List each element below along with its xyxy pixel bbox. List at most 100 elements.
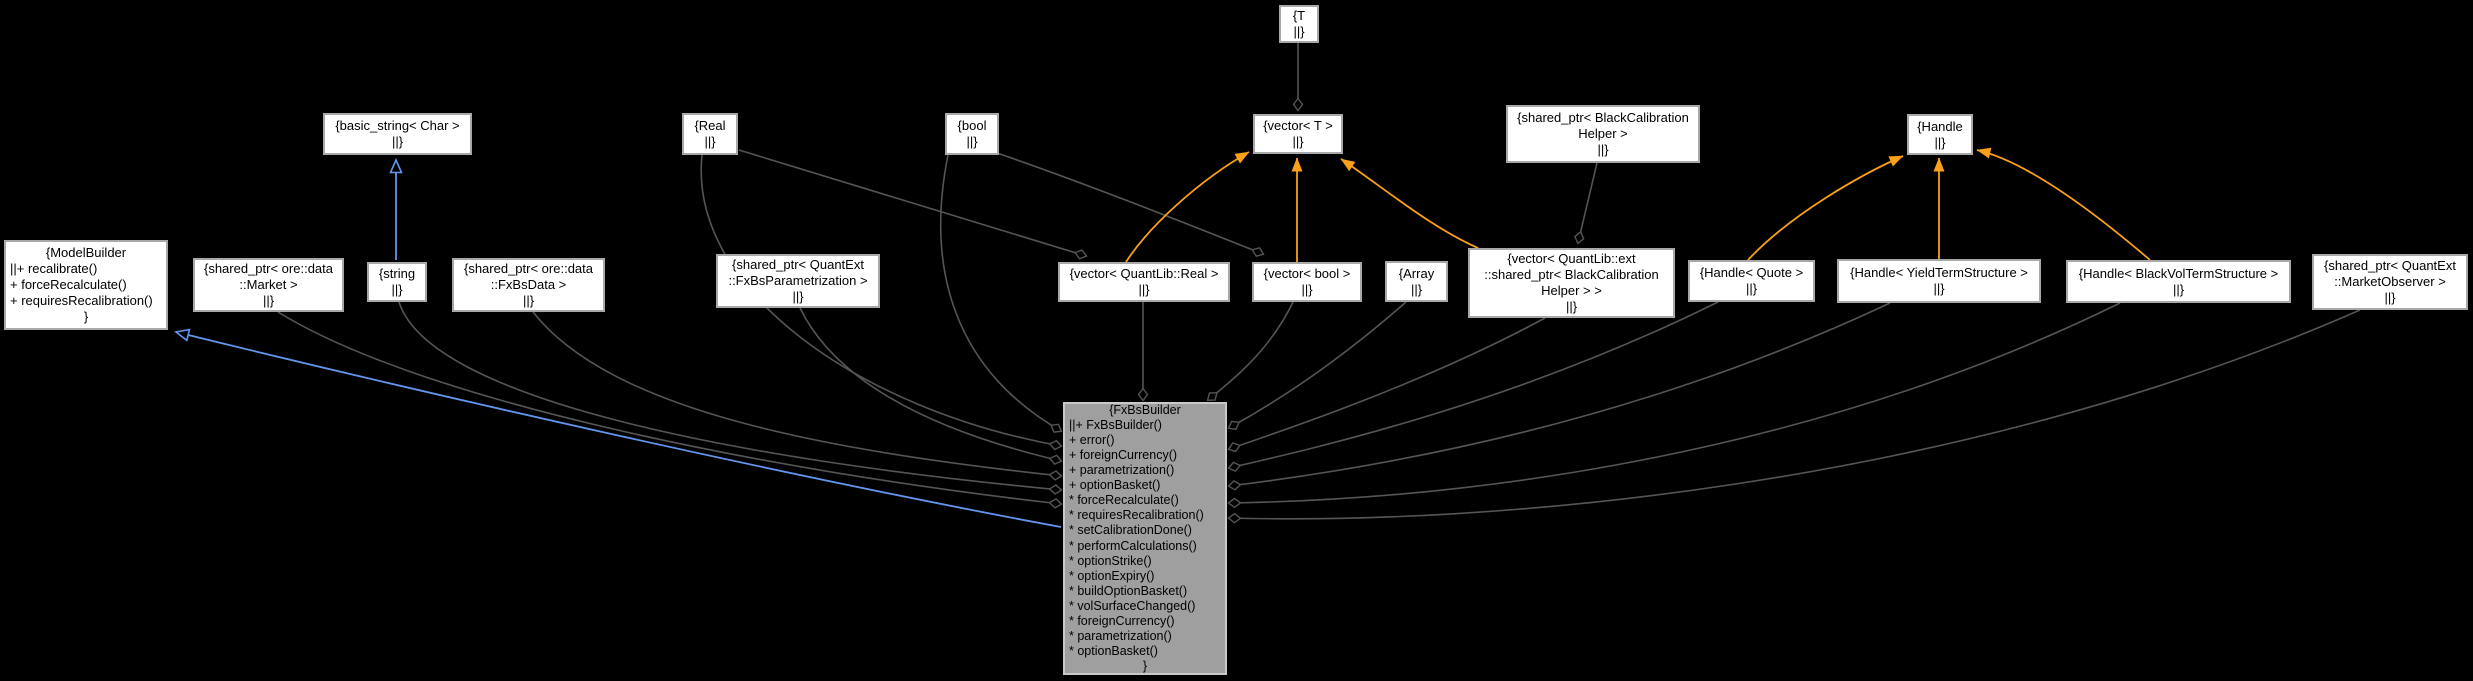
class-node-fxbs-line-5: + optionBasket(): [1069, 478, 1161, 493]
class-node-array-line-0: {Array: [1398, 265, 1435, 281]
class-node-string-line-1: ||}: [391, 282, 403, 297]
class-node-fxbs-line-15: * parametrization(): [1069, 629, 1172, 644]
class-node-v_real[interactable]: {vector< QuantLib::Real >||}: [1058, 262, 1230, 302]
edge-h_bvts-to-fxbs: [1227, 302, 2121, 509]
class-node-v_bch[interactable]: {vector< QuantLib::ext::shared_ptr< Blac…: [1468, 248, 1675, 318]
class-node-sp_bch-line-1: Helper >: [1578, 126, 1628, 141]
class-node-h_bvts-line-1: ||}: [2172, 281, 2185, 297]
edge-sp_mobs-to-fxbs: [1227, 309, 2361, 524]
class-node-v_bool-line-0: {vector< bool >: [1263, 266, 1351, 281]
class-node-v_bool-line-1: ||}: [1301, 282, 1313, 297]
class-node-fxbs-line-1: ||+ FxBsBuilder(): [1069, 417, 1162, 432]
class-node-sp_market[interactable]: {shared_ptr< ore::data::Market >||}: [193, 258, 344, 312]
class-node-sp_fxbsparam[interactable]: {shared_ptr< QuantExt::FxBsParametrizati…: [716, 254, 880, 308]
edge-v_bch-to-fxbs: [1227, 317, 1546, 453]
edge-h_quote-to-handle: [1747, 155, 1904, 261]
class-node-h_yts[interactable]: {Handle< YieldTermStructure >||}: [1837, 259, 2041, 303]
class-node-fxbs-line-10: * optionStrike(): [1069, 553, 1152, 568]
class-node-sp_fxbsdata-line-1: ::FxBsData >: [490, 277, 567, 292]
class-node-h_quote-line-1: ||}: [1745, 281, 1758, 296]
class-node-fxbs-line-13: * volSurfaceChanged(): [1069, 598, 1196, 613]
class-node-basic_string-line-1: ||}: [391, 134, 404, 149]
class-node-fxbs-line-17: }: [1142, 659, 1148, 674]
class-node-fxbs[interactable]: {FxBsBuilder||+ FxBsBuilder()+ error()+ …: [1063, 402, 1227, 675]
class-node-fxbs-line-11: * optionExpiry(): [1069, 568, 1155, 583]
class-node-sp_fxbsdata-line-2: ||}: [522, 293, 535, 308]
class-node-model_builder-line-1: ||+ recalibrate(): [10, 261, 98, 276]
class-node-h_quote[interactable]: {Handle< Quote >||}: [1688, 260, 1815, 302]
class-node-fxbs-line-3: + foreignCurrency(): [1069, 447, 1178, 462]
class-node-fxbs-line-0: {FxBsBuilder: [1109, 402, 1181, 417]
class-node-sp_fxbsparam-line-2: ||}: [792, 289, 804, 304]
class-node-vector_t-line-0: {vector< T >: [1263, 118, 1333, 133]
class-node-bool-line-1: ||}: [966, 134, 978, 149]
edge-v_bool-to-fxbs: [1206, 301, 1294, 402]
class-node-real-line-0: {Real: [694, 118, 726, 133]
class-node-v_real-line-1: ||}: [1138, 282, 1150, 297]
class-node-sp_bch-line-0: {shared_ptr< BlackCalibration: [1517, 110, 1689, 125]
class-node-fxbs-line-9: * performCalculations(): [1069, 538, 1197, 553]
class-node-basic_string-line-0: {basic_string< Char >: [335, 118, 460, 133]
class-node-t-line-1: ||}: [1293, 24, 1305, 39]
class-node-array[interactable]: {Array||}: [1385, 261, 1448, 302]
class-node-string-line-0: {string: [378, 266, 416, 281]
class-node-sp_mobs-line-2: ||}: [2384, 290, 2396, 305]
class-node-sp_fxbsparam-line-1: ::FxBsParametrization >: [728, 273, 868, 288]
edge-h_bvts-to-handle: [1976, 147, 2151, 261]
class-node-v_bch-line-3: ||}: [1565, 299, 1578, 314]
class-node-handle[interactable]: {Handle||}: [1907, 114, 1973, 155]
edge-bool-to-v_bool: [996, 152, 1265, 257]
edge-v_bch-to-vector_t: [1340, 158, 1479, 249]
edge-fxbs-to-model_builder: [174, 328, 1062, 528]
class-node-array-line-1: ||}: [1410, 281, 1423, 297]
class-node-v_bool[interactable]: {vector< bool >||}: [1252, 262, 1362, 302]
class-node-model_builder-line-0: {ModelBuilder: [45, 245, 127, 260]
class-node-sp_fxbsdata-line-0: {shared_ptr< ore::data: [463, 261, 593, 276]
class-node-h_bvts-line-0: {Handle< BlackVolTermStructure >: [2078, 265, 2279, 281]
class-node-sp_fxbsparam-line-0: {shared_ptr< QuantExt: [732, 257, 864, 272]
class-node-fxbs-line-14: * foreignCurrency(): [1069, 613, 1175, 628]
edge-array-to-fxbs: [1227, 301, 1407, 431]
class-node-handle-line-1: ||}: [1934, 134, 1946, 150]
class-node-handle-line-0: {Handle: [1917, 118, 1963, 134]
class-node-fxbs-line-12: * buildOptionBasket(): [1069, 583, 1188, 598]
class-node-vector_t[interactable]: {vector< T >||}: [1253, 114, 1343, 154]
class-node-sp_mobs[interactable]: {shared_ptr< QuantExt::MarketObserver >|…: [2312, 254, 2468, 310]
class-node-model_builder-line-3: + requiresRecalibration(): [10, 293, 153, 308]
edge-real-to-v_real: [738, 149, 1088, 260]
class-node-t[interactable]: {T||}: [1279, 5, 1319, 43]
class-node-model_builder-line-2: + forceRecalculate(): [10, 277, 127, 292]
class-node-t-line-0: {T: [1292, 8, 1306, 23]
edge-sp_fxbsdata-to-fxbs: [532, 311, 1063, 481]
class-node-bool[interactable]: {bool||}: [945, 113, 999, 155]
class-node-fxbs-line-2: + error(): [1069, 432, 1115, 447]
class-node-sp_market-line-0: {shared_ptr< ore::data: [203, 261, 333, 276]
class-node-h_bvts[interactable]: {Handle< BlackVolTermStructure >||}: [2066, 260, 2291, 303]
class-node-h_yts-line-0: {Handle< YieldTermStructure >: [1850, 265, 2028, 280]
class-node-fxbs-line-4: + parametrization(): [1069, 463, 1175, 478]
class-node-sp_bch-line-2: ||}: [1597, 142, 1609, 157]
class-node-h_yts-line-1: ||}: [1933, 281, 1945, 296]
class-node-sp_mobs-line-0: {shared_ptr< QuantExt: [2324, 258, 2456, 273]
class-node-sp_market-line-1: ::Market >: [239, 277, 298, 292]
edge-sp_fxbsparam-to-fxbs: [799, 307, 1063, 465]
class-node-model_builder-line-4: }: [83, 309, 89, 324]
class-node-model_builder[interactable]: {ModelBuilder||+ recalibrate()+ forceRec…: [4, 240, 168, 330]
class-node-sp_fxbsdata[interactable]: {shared_ptr< ore::data::FxBsData >||}: [452, 258, 605, 312]
class-node-real[interactable]: {Real||}: [682, 113, 738, 155]
class-node-real-line-1: ||}: [704, 134, 716, 149]
edge-real-to-fxbs: [700, 154, 1063, 451]
class-node-sp_mobs-line-1: ::MarketObserver >: [2334, 274, 2446, 289]
class-node-string[interactable]: {string||}: [367, 262, 427, 302]
class-node-vector_t-line-1: ||}: [1292, 134, 1304, 149]
class-node-fxbs-line-7: * requiresRecalibration(): [1069, 508, 1204, 523]
class-node-v_bch-line-0: {vector< QuantLib::ext: [1507, 251, 1636, 266]
class-node-basic_string[interactable]: {basic_string< Char >||}: [323, 113, 472, 155]
edge-string-to-fxbs: [398, 301, 1063, 495]
class-node-v_real-line-0: {vector< QuantLib::Real >: [1069, 266, 1219, 281]
class-node-fxbs-line-6: * forceRecalculate(): [1069, 493, 1179, 508]
edge-h_quote-to-fxbs: [1227, 301, 1719, 473]
